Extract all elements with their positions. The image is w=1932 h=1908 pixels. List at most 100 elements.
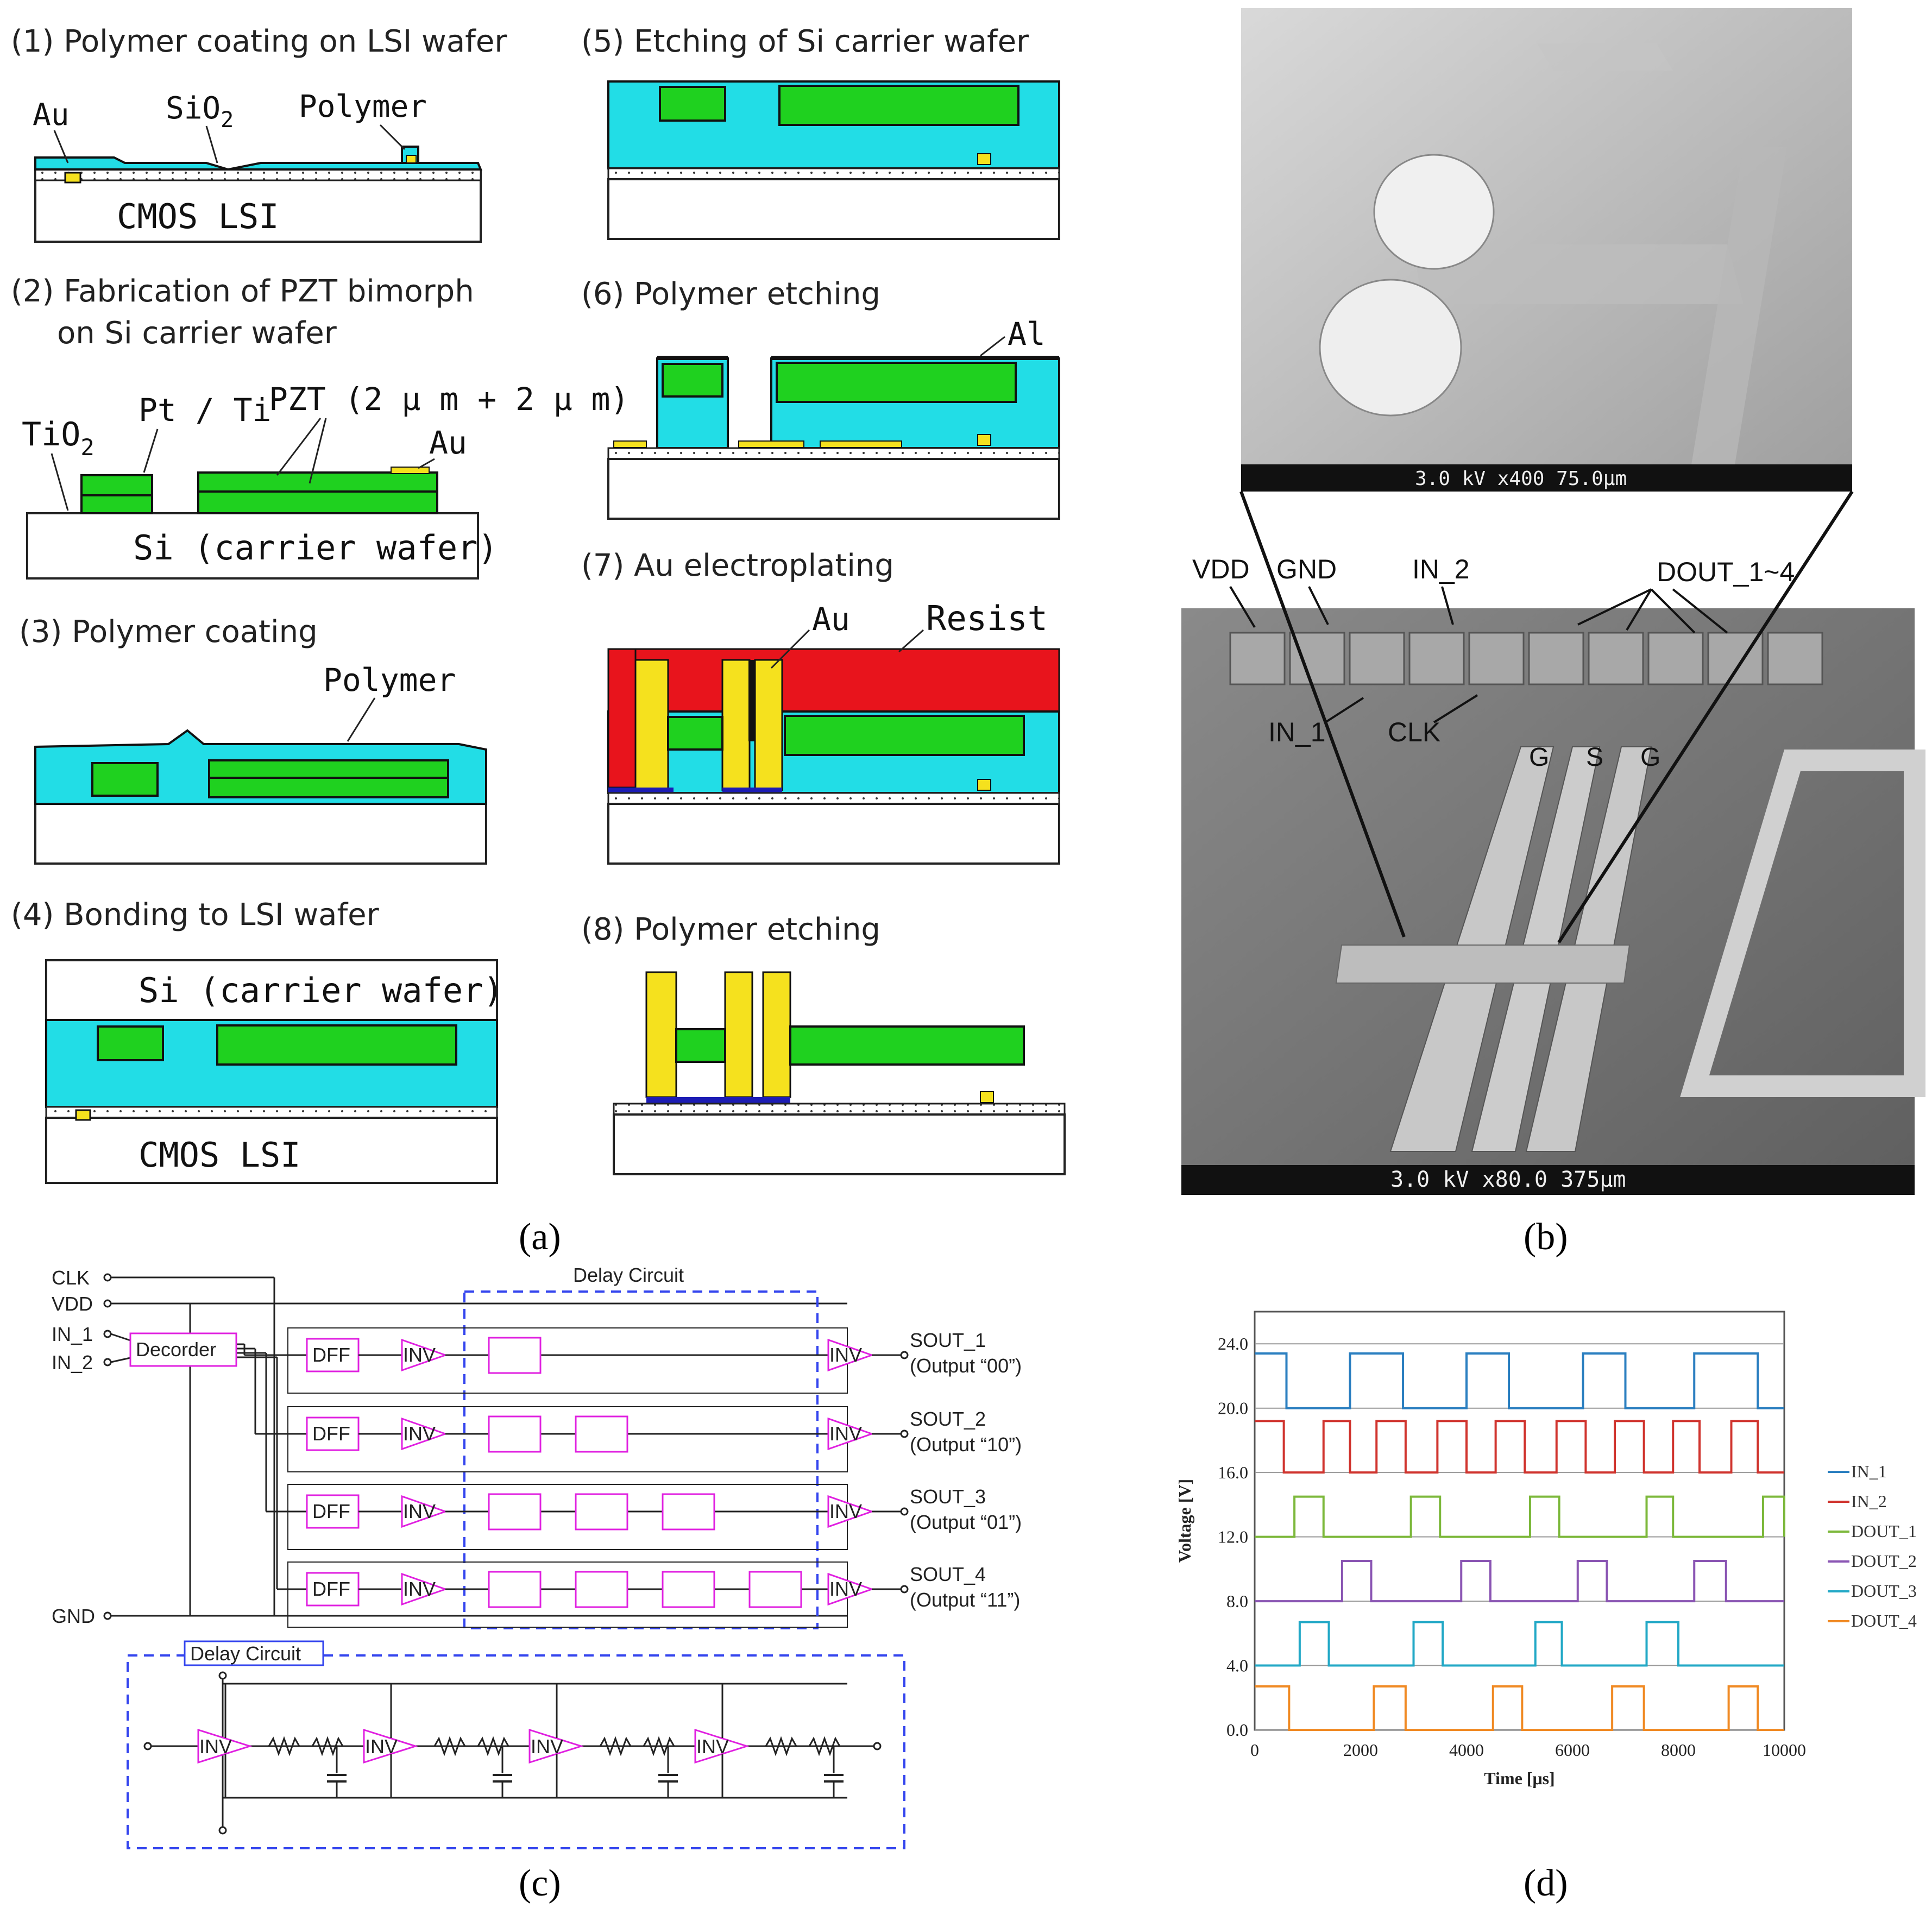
label-polymer-1: Polymer (299, 89, 427, 124)
delay-circuit-title: Delay Circuit (573, 1264, 684, 1286)
sem-label-dout: DOUT_1~4 (1657, 557, 1795, 587)
caption-c: (c) (519, 1862, 561, 1904)
input-label-in_2: IN_2 (52, 1351, 93, 1374)
inverter-symbol (401, 1572, 448, 1606)
resistor-symbol (268, 1736, 300, 1756)
stage-inv-label: INV (199, 1735, 232, 1758)
au-plated-1 (634, 659, 669, 791)
output-terminal (900, 1351, 909, 1359)
sem-label-clk: CLK (1388, 717, 1440, 747)
label-au-7: Au (812, 601, 850, 638)
stage-inv-label: INV (696, 1735, 729, 1758)
inverter-symbol (401, 1338, 448, 1372)
sem-label-in1: IN_1 (1268, 717, 1326, 747)
sem-label-vdd: VDD (1192, 554, 1250, 584)
dff-label: DFF (312, 1578, 350, 1600)
series-line-dout_3 (1255, 1621, 1784, 1667)
resistor-symbol (643, 1736, 675, 1756)
cmos-substrate (34, 170, 482, 243)
inv-label: INV (403, 1344, 436, 1366)
cmos-oxide-layer (34, 168, 482, 181)
output-inv-label: INV (829, 1500, 862, 1522)
y-tick-label: 24.0 (1218, 1334, 1248, 1353)
inv-label: INV (403, 1578, 436, 1600)
delay-cell (748, 1571, 802, 1608)
caption-b: (b) (1524, 1216, 1568, 1258)
step-5-title: (5) Etching of Si carrier wafer (581, 24, 1029, 59)
resistor-symbol (808, 1736, 841, 1756)
x-tick-label: 8000 (1661, 1740, 1696, 1760)
label-si-carrier-1: Si (carrier wafer) (133, 528, 498, 568)
label-sio2-subscript: 2 (221, 108, 234, 133)
input-terminal-clk (103, 1273, 112, 1282)
output-inverter (827, 1338, 874, 1372)
stage-inverter (363, 1728, 418, 1764)
delay-stage: INV (197, 1684, 347, 1798)
delay-cell (488, 1571, 542, 1608)
input-label-in_1: IN_1 (52, 1323, 93, 1345)
legend-entry: DOUT_1 (1851, 1521, 1917, 1541)
step-4: (4) Bonding to LSI wafer Si (carrier waf… (11, 897, 504, 1184)
delay-cell (575, 1571, 628, 1608)
label-tio2-subscript: 2 (80, 434, 94, 461)
delay-cell (662, 1493, 715, 1531)
delay-cell (488, 1493, 542, 1531)
output-inv-label: INV (829, 1422, 862, 1445)
legend-entry: IN_1 (1851, 1462, 1887, 1481)
resistor-symbol (433, 1736, 466, 1756)
output-inverter (827, 1495, 874, 1528)
pzt-small-4 (97, 1025, 164, 1061)
polymer-coat-1 (34, 156, 482, 171)
au-bump-1 (406, 155, 417, 163)
delay-stage: INV (694, 1684, 844, 1798)
series-line-in_2 (1255, 1420, 1784, 1474)
output-name: SOUT_1 (910, 1329, 986, 1351)
step-2-title-line2: on Si carrier wafer (57, 316, 337, 351)
series-line-in_1 (1255, 1352, 1784, 1409)
stage-inverter (528, 1728, 584, 1764)
label-sio2-main: SiO (166, 91, 221, 126)
output-name: SOUT_2 (910, 1408, 986, 1430)
legend-entry: DOUT_2 (1851, 1551, 1917, 1571)
x-tick-label: 0 (1250, 1740, 1259, 1760)
x-tick-label: 4000 (1449, 1740, 1484, 1760)
step-8: (8) Polymer etching (581, 912, 1066, 1175)
panel-a-process-flow: (1) Polymer coating on LSI wafer Au SiO2… (11, 24, 1066, 1184)
caption-a: (a) (519, 1216, 561, 1258)
si-carrier-substrate (26, 512, 479, 580)
label-au: Au (33, 97, 69, 133)
step-6: (6) Polymer etching Al (581, 276, 1060, 520)
x-tick-label: 10000 (1763, 1740, 1806, 1760)
pzt-large-4 (216, 1024, 457, 1066)
output-inv-label: INV (829, 1578, 862, 1600)
dff-block (306, 1338, 360, 1372)
output-code: (Output “01”) (910, 1511, 1022, 1533)
dff-label: DFF (312, 1344, 350, 1366)
resistor-symbol (477, 1736, 509, 1756)
inv-label: INV (403, 1500, 436, 1522)
au-plated-3 (754, 659, 783, 791)
label-tio2-main: TiO (22, 415, 80, 454)
dff-block (306, 1494, 360, 1529)
delay-cell (575, 1493, 628, 1531)
label-pzt: PZT (2 μ m + 2 μ m) (269, 381, 629, 418)
x-tick-label: 2000 (1343, 1740, 1378, 1760)
inv-label: INV (403, 1422, 436, 1445)
sem-pad-row (1229, 632, 1823, 685)
sem-label-s: S (1586, 743, 1603, 772)
y-tick-label: 12.0 (1218, 1527, 1248, 1547)
output-code: (Output “10”) (910, 1433, 1022, 1456)
sem-label-gnd: GND (1276, 554, 1337, 584)
label-si-carrier-4: Si (carrier wafer) (139, 971, 504, 1010)
step-7: (7) Au electroplating Au Resist (581, 548, 1060, 865)
label-au-2: Au (429, 424, 467, 461)
output-row-2: DFF INV INV SOUT_2 (Output “10”) (236, 1347, 1022, 1472)
input-terminal-in_2 (103, 1358, 112, 1367)
y-tick-label: 20.0 (1218, 1399, 1248, 1418)
delay-detail-box (127, 1654, 905, 1849)
label-sio2: SiO2 (166, 91, 234, 133)
